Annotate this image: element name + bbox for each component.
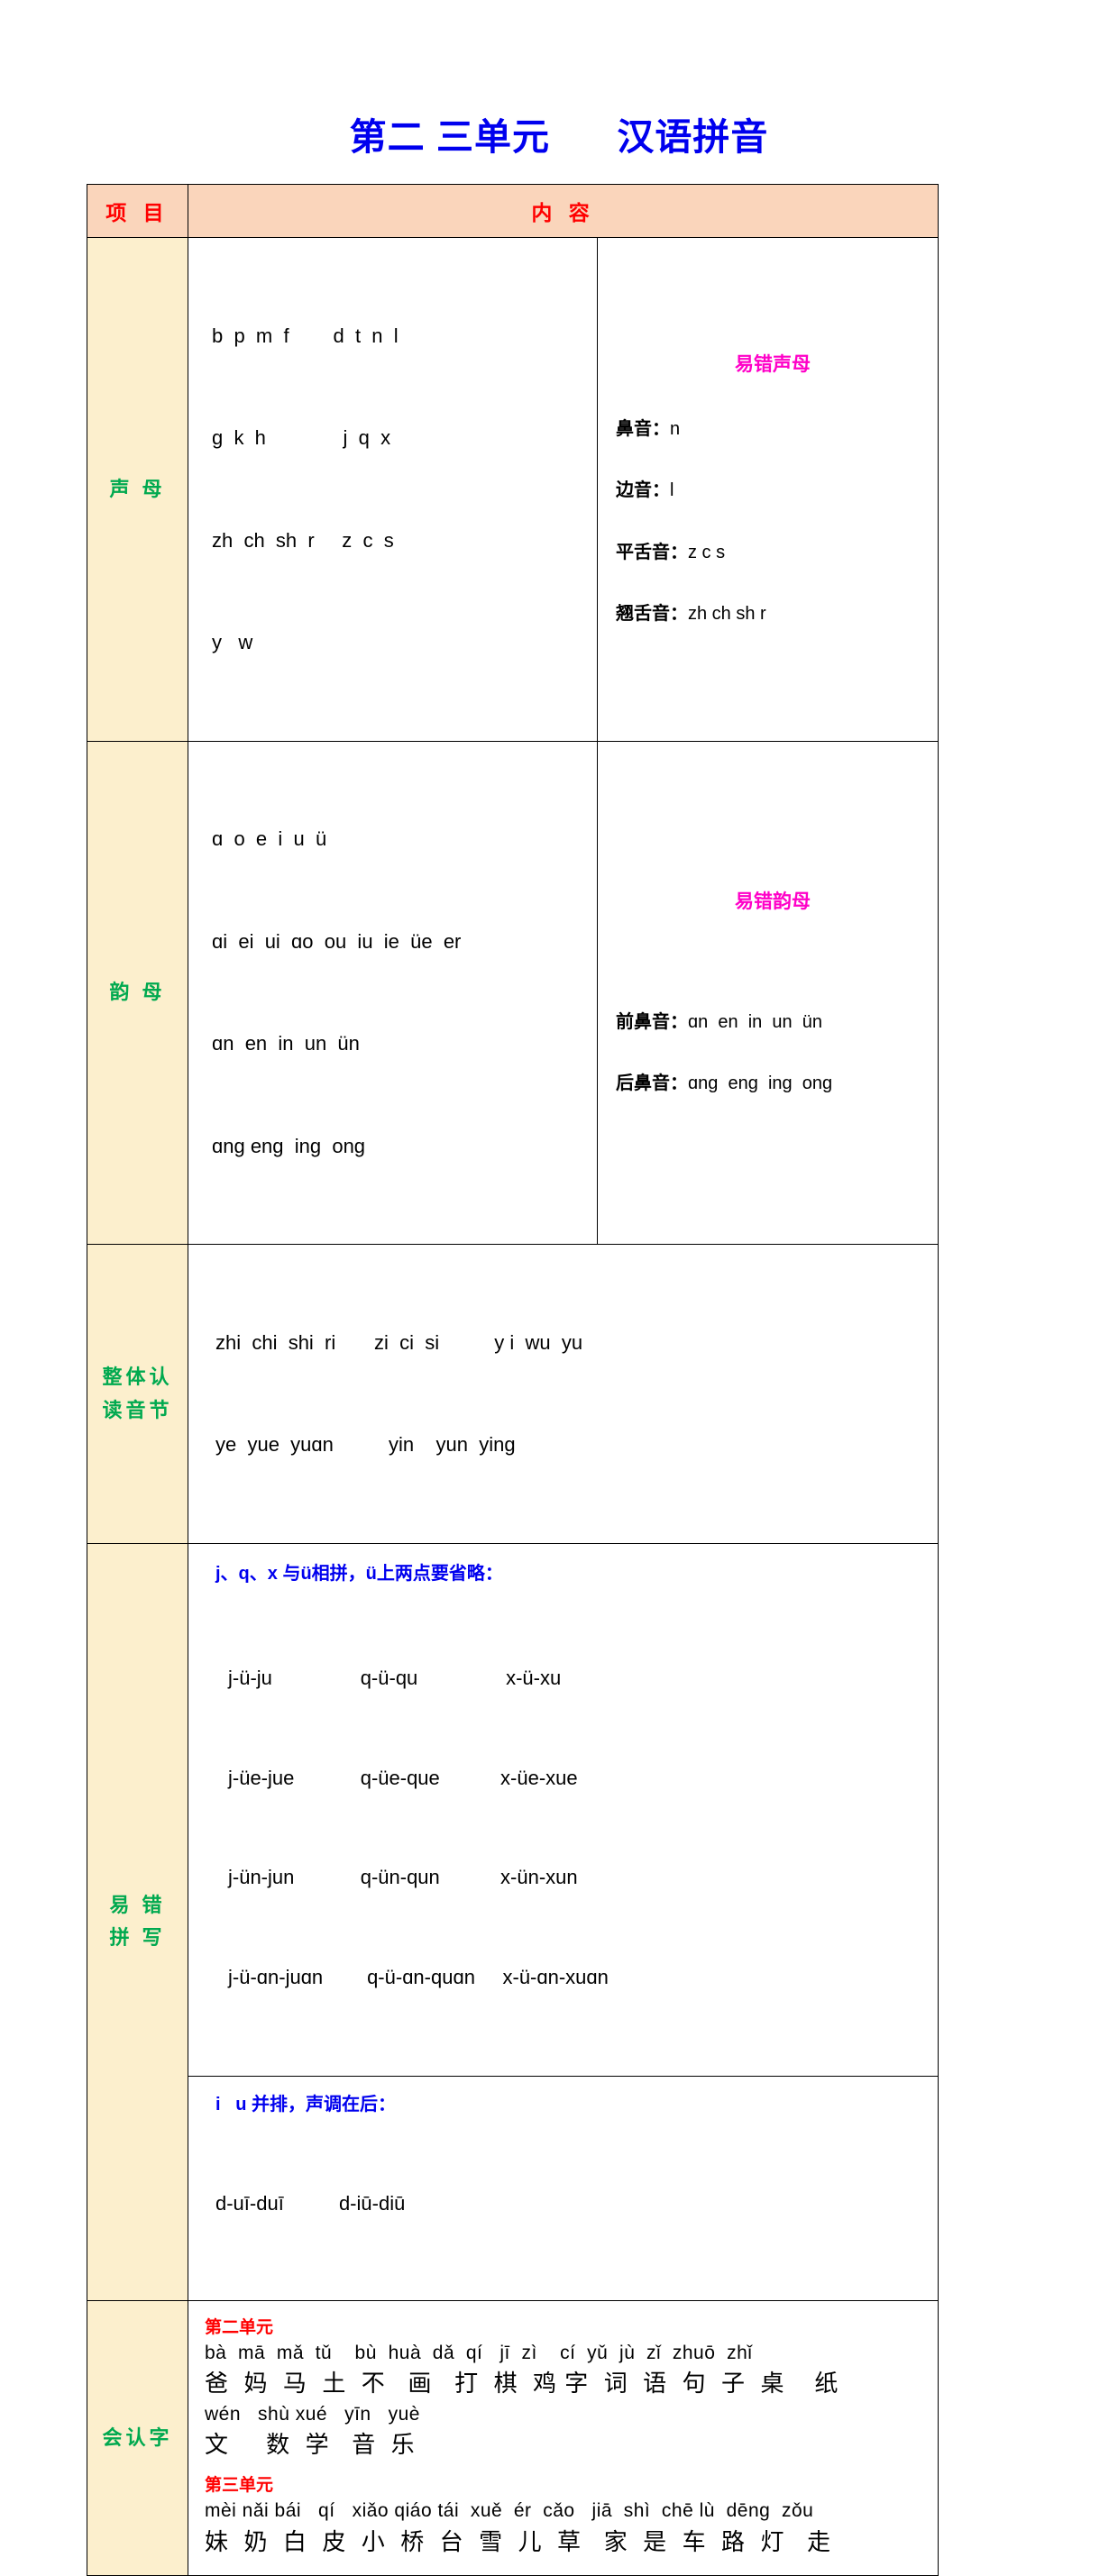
yunmu-line: ɑng eng ing ong <box>212 1134 366 1157</box>
yicuo-content-cell: j、q、x 与ü相拼，ü上两点要省略： j-ü-ju q-ü-qu x-ü-xu… <box>187 1542 939 2301</box>
header-cell-item: 项 目 <box>87 184 188 238</box>
shengmu-line: b p m f d t n l <box>212 324 399 347</box>
spell-line: j-üe-jue q-üe-que x-üe-xue <box>228 1766 578 1789</box>
row-label-line: 拼 写 <box>109 1926 166 1950</box>
yunmu-list-cell: ɑ o e i u ü ɑi ei ui ɑo ou iu ie üe er ɑ… <box>188 740 598 1246</box>
tip-item: 鼻音：n <box>616 415 957 443</box>
rule-heading-iu: i u 并排，声调在后： <box>215 2095 396 2115</box>
tip-item: 翘舌音：zh ch sh r <box>616 599 957 628</box>
zhengti-line: zhi chi shi ri zi ci si y i wu yu <box>215 1330 583 1354</box>
tip-name: 平舌音： <box>616 542 688 562</box>
shengmu-line: y w <box>212 631 253 654</box>
table-row-huirenzi: 会认字 第二单元 bà mā mǎ tǔ bù huà dǎ qí jī zì … <box>87 2299 939 2576</box>
table-row-yunmu: 韵 母 ɑ o e i u ü ɑi ei ui ɑo ou iu ie üe … <box>87 740 939 1246</box>
unit2-pinyin-row: bà mā mǎ tǔ bù huà dǎ qí jī zì cí yǔ jù … <box>205 2342 753 2363</box>
tip-value: n <box>670 419 681 440</box>
yicuo-block-jqx: j、q、x 与ü相拼，ü上两点要省略： j-ü-ju q-ü-qu x-ü-xu… <box>188 1544 938 2076</box>
row-label-line: 读音节 <box>102 1398 173 1421</box>
spacer <box>205 2462 938 2471</box>
row-label-huirenzi: 会认字 <box>87 2299 188 2576</box>
tip-item: 前鼻音：ɑn en in un ün <box>616 1008 957 1037</box>
spell-line: j-ü-ɑn-juɑn q-ü-ɑn-quɑn x-ü-ɑn-xuɑn <box>228 1966 609 1989</box>
tip-name: 翘舌音： <box>616 604 688 625</box>
rule-heading-jqx: j、q、x 与ü相拼，ü上两点要省略： <box>215 1563 503 1584</box>
row-label-yicuo: 易 错 拼 写 <box>87 1542 188 2301</box>
tip-name: 边音： <box>616 480 670 501</box>
unit3-pinyin-row: mèi nǎi bái qí xiǎo qiáo tái xuě ér cǎo … <box>205 2500 814 2522</box>
unit2-group: 第二单元 bà mā mǎ tǔ bù huà dǎ qí jī zì cí y… <box>205 2314 938 2462</box>
unit3-hanzi-row: 妹 奶 白 皮 小 桥 台 雪 儿 草 家 是 车 路 灯 走 <box>205 2527 832 2555</box>
yicuo-block-iu: i u 并排，声调在后： d-uī-duī d-iū-diū <box>188 2076 939 2300</box>
tip-name: 后鼻音： <box>616 1073 688 1094</box>
row-label-line: 易 错 <box>109 1894 166 1917</box>
tip-item: 后鼻音：ɑng eng ing ong <box>616 1069 957 1098</box>
yunmu-line: ɑn en in un ün <box>212 1032 360 1055</box>
row-label-line: 整体认 <box>102 1366 173 1389</box>
tips-title-shengmu: 易错声母 <box>735 354 811 376</box>
header-cell-content: 内 容 <box>187 184 939 238</box>
unit2-hanzi-row: 爸 妈 马 土 不 画 打 棋 鸡 字 词 语 句 子 桌 纸 <box>205 2370 839 2398</box>
spell-line: j-ü-ju q-ü-qu x-ü-xu <box>228 1666 562 1689</box>
row-label-yunmu: 韵 母 <box>87 740 188 1246</box>
tip-item: 边音：l <box>616 476 957 505</box>
page-title: 第二 三单元 汉语拼音 <box>349 116 769 158</box>
row-label-zhengti: 整体认 读音节 <box>87 1244 188 1544</box>
yunmu-line: ɑ o e i u ü <box>212 827 327 851</box>
huirenzi-content-cell: 第二单元 bà mā mǎ tǔ bù huà dǎ qí jī zì cí y… <box>187 2299 939 2576</box>
yunmu-line: ɑi ei ui ɑo ou iu ie üe er <box>212 929 462 953</box>
tip-value: zh ch sh r <box>688 604 766 625</box>
table-header-row: 项 目 内 容 <box>87 184 939 238</box>
row-label-shengmu: 声 母 <box>87 237 188 742</box>
shengmu-tips-cell: 易错声母 鼻音：n 边音：l 平舌音：z c s 翘舌音：zh ch sh r <box>596 237 939 742</box>
tip-value: ɑn en in un ün <box>688 1012 823 1032</box>
pinyin-summary-table: 项 目 内 容 声 母 b p m f d t n l g k h j q x … <box>87 184 939 2576</box>
unit2-pinyin-row: wén shù xué yīn yuè <box>205 2404 420 2425</box>
zhengti-list-cell: zhi chi shi ri zi ci si y i wu yu ye yue… <box>187 1244 939 1544</box>
table-row-shengmu: 声 母 b p m f d t n l g k h j q x zh ch sh… <box>87 237 939 742</box>
unit3-group: 第三单元 mèi nǎi bái qí xiǎo qiáo tái xuě ér… <box>205 2471 938 2559</box>
table-row-yicuo: 易 错 拼 写 j、q、x 与ü相拼，ü上两点要省略： j-ü-ju q-ü-q… <box>87 1542 939 2301</box>
tip-name: 前鼻音： <box>616 1012 688 1032</box>
spell-line: d-uī-duī d-iū-diū <box>215 2192 406 2215</box>
table-row-zhengti: 整体认 读音节 zhi chi shi ri zi ci si y i wu y… <box>87 1244 939 1544</box>
unit2-hanzi-row: 文 数 学 音 乐 <box>205 2431 416 2459</box>
tip-item: 平舌音：z c s <box>616 538 957 567</box>
tips-title-yunmu: 易错韵母 <box>735 891 811 912</box>
shengmu-line: zh ch sh r z c s <box>212 528 394 552</box>
worksheet-page: 第二 三单元 汉语拼音 项 目 内 容 声 母 b p m f d t n l <box>87 116 939 2576</box>
unit2-heading: 第二单元 <box>205 2317 274 2337</box>
shengmu-line: g k h j q x <box>212 426 391 450</box>
tip-value: z c s <box>688 542 726 562</box>
tip-value: ɑng eng ing ong <box>688 1073 833 1094</box>
zhengti-line: ye yue yuɑn yin yun ying <box>215 1433 516 1457</box>
shengmu-list-cell: b p m f d t n l g k h j q x zh ch sh r z… <box>188 237 598 742</box>
spacer <box>616 952 957 975</box>
spell-line: j-ün-jun q-ün-qun x-ün-xun <box>228 1866 578 1889</box>
tip-name: 鼻音： <box>616 419 670 440</box>
unit3-heading: 第三单元 <box>205 2476 274 2496</box>
tip-value: l <box>670 480 674 501</box>
yunmu-tips-cell: 易错韵母 前鼻音：ɑn en in un ün 后鼻音：ɑng eng ing … <box>596 740 939 1246</box>
